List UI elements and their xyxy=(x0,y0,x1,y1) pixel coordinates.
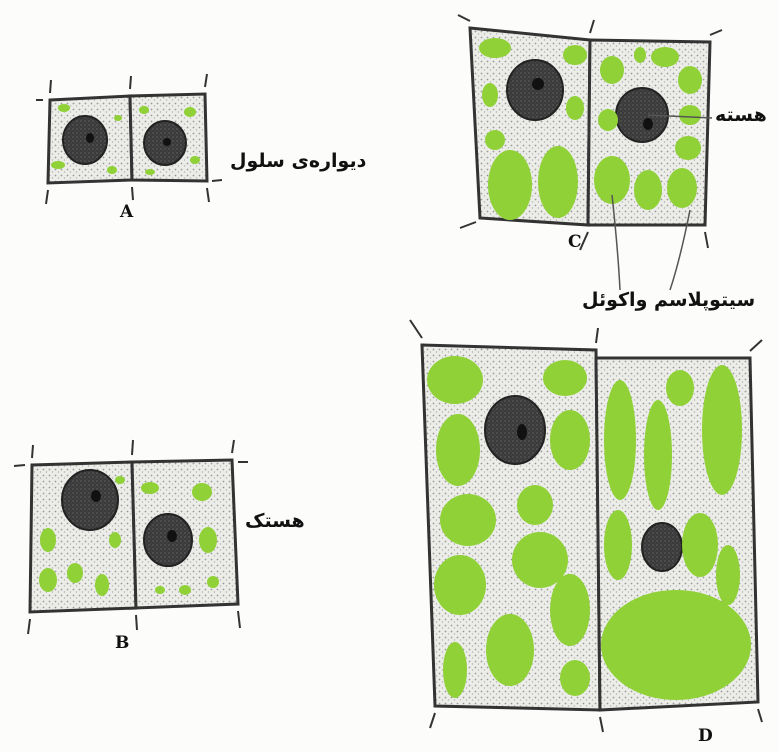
panel-label-d: D xyxy=(698,728,713,745)
panel-label-c: C xyxy=(568,234,582,251)
nucleus-d-right xyxy=(642,523,682,571)
nucleus-a-left xyxy=(63,116,107,164)
panel-b xyxy=(14,440,248,634)
nucleus-c-left xyxy=(507,60,563,120)
panel-a xyxy=(36,74,222,204)
label-nucleolus: هستک xyxy=(245,512,305,531)
panel-d xyxy=(410,320,762,732)
label-cell-wall: دیواره‌ی سلول xyxy=(230,152,366,171)
panel-c xyxy=(458,15,722,290)
panel-label-b: B xyxy=(115,635,129,652)
label-nucleus: هسته xyxy=(715,106,767,125)
panel-label-a: A xyxy=(120,204,133,221)
nucleus-b-left xyxy=(62,470,118,530)
nucleus-b-right xyxy=(144,514,192,566)
nucleus-d-left xyxy=(485,396,545,464)
label-cytoplasm-vacuole: سیتوپلاسم واکوئل xyxy=(582,291,755,310)
